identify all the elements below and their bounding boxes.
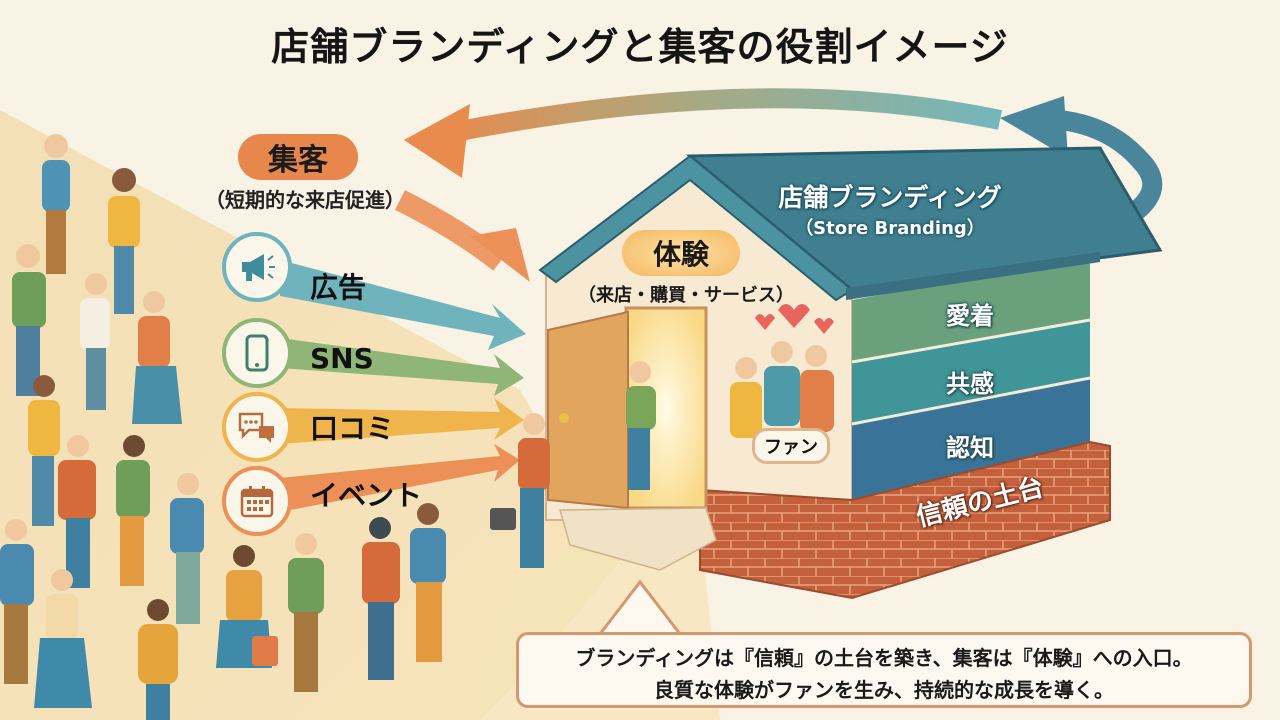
- calendar-icon: [222, 466, 292, 536]
- crowd-people: [0, 134, 446, 720]
- cycle-arrow-top: [404, 88, 1003, 178]
- acquisition-arrow: [395, 190, 530, 282]
- channel-label-ads: 広告: [310, 271, 367, 304]
- channel-label-word-of-mouth: 口コミ: [310, 412, 395, 445]
- channel-event: イベント: [222, 466, 422, 536]
- acquisition-subtitle: （短期的な来店促進）: [205, 188, 405, 212]
- branding-subtitle: （Store Branding）: [795, 218, 985, 239]
- heart-icon: [778, 304, 810, 328]
- layer-attachment: 愛着: [946, 302, 994, 330]
- channel-arrows: [280, 260, 526, 512]
- channel-label-sns: SNS: [310, 341, 374, 375]
- channel-ads: 広告: [222, 228, 366, 306]
- fan-group: [730, 304, 834, 438]
- branding-title: 店舗ブランディング: [778, 183, 1002, 212]
- heart-icon: [755, 314, 775, 330]
- experience-badge: 体験: [622, 230, 740, 276]
- summary-callout: [516, 632, 1252, 708]
- acquisition-badge: 集客: [238, 134, 358, 180]
- channel-label-event: イベント: [310, 479, 423, 512]
- fan-tag: ファン: [752, 428, 830, 464]
- diagram-title: 店舗ブランディングと集客の役割イメージ: [271, 25, 1009, 69]
- channel-sns: SNS: [222, 318, 374, 388]
- smartphone-icon: [222, 318, 292, 388]
- summary-line-2: 良質な体験がファンを生み、持続的な成長を導く。: [654, 678, 1114, 702]
- channel-word-of-mouth: 口コミ: [222, 392, 394, 462]
- experience-subtitle: （来店・購買・サービス）: [578, 285, 794, 306]
- heart-icon: [814, 318, 834, 334]
- summary-line-1: ブランディングは『信頼』の土台を築き、集客は『体験』への入口。: [575, 646, 1193, 670]
- megaphone-icon: [222, 232, 292, 302]
- layer-awareness: 認知: [946, 434, 994, 462]
- layer-empathy: 共感: [946, 370, 994, 398]
- speech-bubbles-icon: [222, 392, 292, 462]
